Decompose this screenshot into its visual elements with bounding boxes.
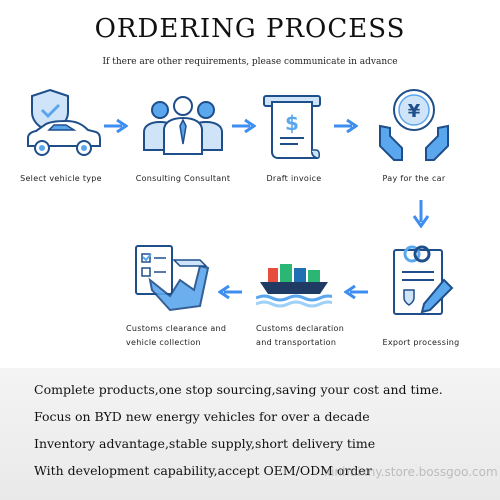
step-label-draft-invoice: Draft invoice xyxy=(266,174,322,183)
arrow-left-icon xyxy=(343,284,368,304)
page-title: ORDERING PROCESS xyxy=(94,14,406,44)
svg-text:$: $ xyxy=(285,111,299,135)
watermark: xinhuixny.store.bossgoo.com xyxy=(324,465,498,479)
page-subtitle: If there are other requirements, please … xyxy=(102,57,398,67)
step-label-customs-clearance-1: Customs clearance and xyxy=(126,324,227,333)
car-shield-icon xyxy=(22,88,102,160)
step-label-customs-declaration-2: and transportation xyxy=(256,338,337,347)
arrow-down-icon xyxy=(412,200,430,232)
feature-line-4: With development capability,accept OEM/O… xyxy=(34,463,372,478)
step-label-pay: Pay for the car xyxy=(382,174,446,183)
step-label-consulting: Consulting Consultant xyxy=(135,174,231,183)
feature-line-2: Focus on BYD new energy vehicles for ove… xyxy=(34,409,370,424)
step-label-select-vehicle: Select vehicle type xyxy=(20,174,102,183)
yen-coin-hands-icon: ¥ xyxy=(376,86,452,164)
feature-line-1: Complete products,one stop sourcing,savi… xyxy=(34,382,443,397)
arrow-right-icon xyxy=(104,118,129,138)
arrow-right-icon xyxy=(334,118,359,138)
consultants-icon xyxy=(138,94,228,156)
clearance-checklist-icon xyxy=(130,240,210,312)
feature-line-3: Inventory advantage,stable supply,short … xyxy=(34,436,376,451)
step-label-customs-clearance-2: vehicle collection xyxy=(126,338,201,347)
cargo-ship-icon xyxy=(256,260,332,308)
features-panel xyxy=(0,368,500,500)
arrow-left-icon xyxy=(217,284,242,304)
step-label-customs-declaration-1: Customs declaration xyxy=(256,324,345,333)
contract-document-icon xyxy=(390,240,454,320)
arrow-right-icon xyxy=(232,118,257,138)
invoice-icon: $ xyxy=(262,92,322,162)
svg-text:¥: ¥ xyxy=(408,101,421,122)
step-label-export: Export processing xyxy=(382,338,460,347)
